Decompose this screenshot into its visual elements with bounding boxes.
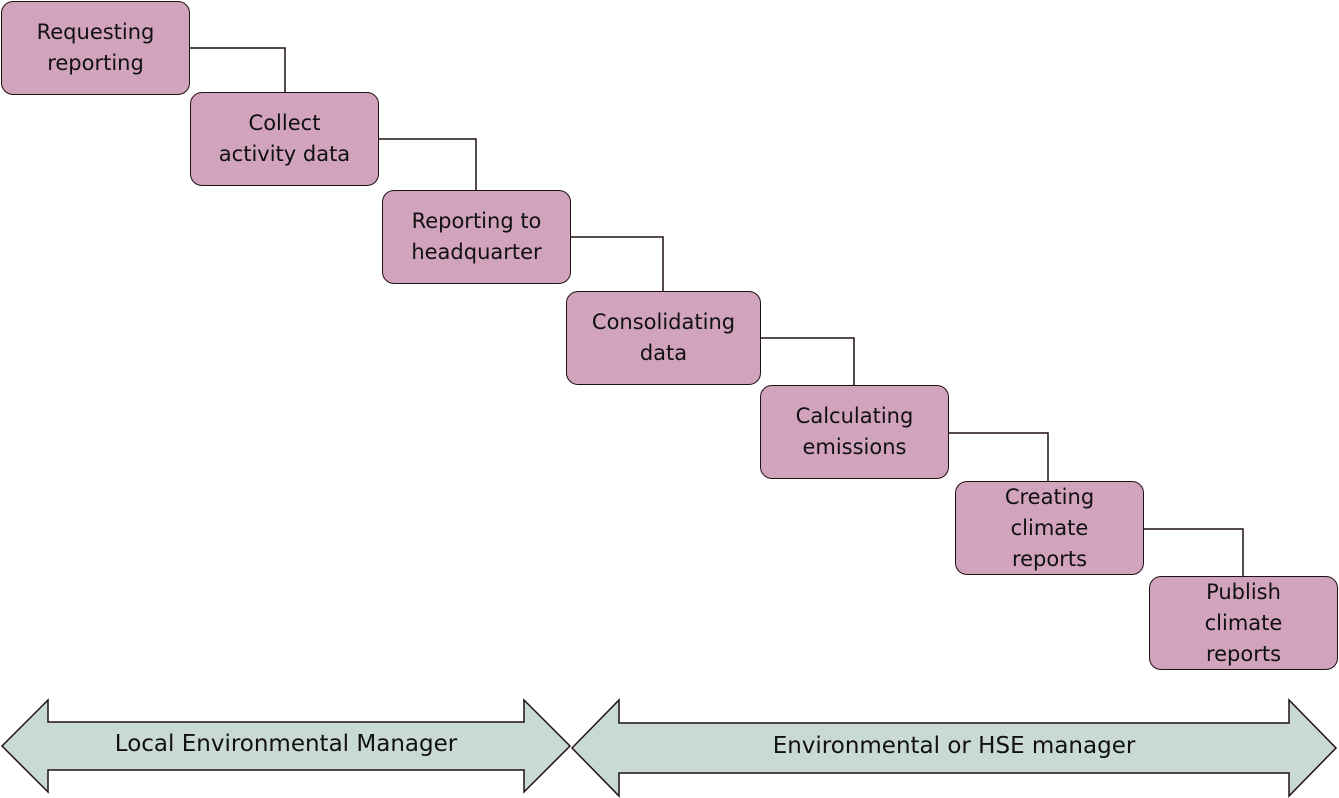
step-calculating-emissions: Calculating emissions <box>760 385 949 479</box>
connector-1-2 <box>190 47 286 93</box>
step-reporting-to-headquarter: Reporting to headquarter <box>382 190 571 284</box>
role-label-local: Local Environmental Manager <box>114 731 458 757</box>
connector-2-3 <box>379 138 477 190</box>
role-arrow-hse <box>570 698 1338 798</box>
step-requesting-reporting: Requesting reporting <box>1 1 190 95</box>
connector-4-5 <box>761 337 855 385</box>
step-creating-climate-reports: Creating climate reports <box>955 481 1144 575</box>
step-publish-climate-reports: Publish climate reports <box>1149 576 1338 670</box>
step-consolidating-data: Consolidating data <box>566 291 761 385</box>
step-collect-activity-data: Collect activity data <box>190 92 379 186</box>
connector-5-6 <box>949 432 1049 481</box>
role-label-hse: Environmental or HSE manager <box>772 733 1136 759</box>
connector-6-7 <box>1144 528 1244 576</box>
role-arrow-local <box>0 698 572 794</box>
connector-3-4 <box>571 236 664 291</box>
